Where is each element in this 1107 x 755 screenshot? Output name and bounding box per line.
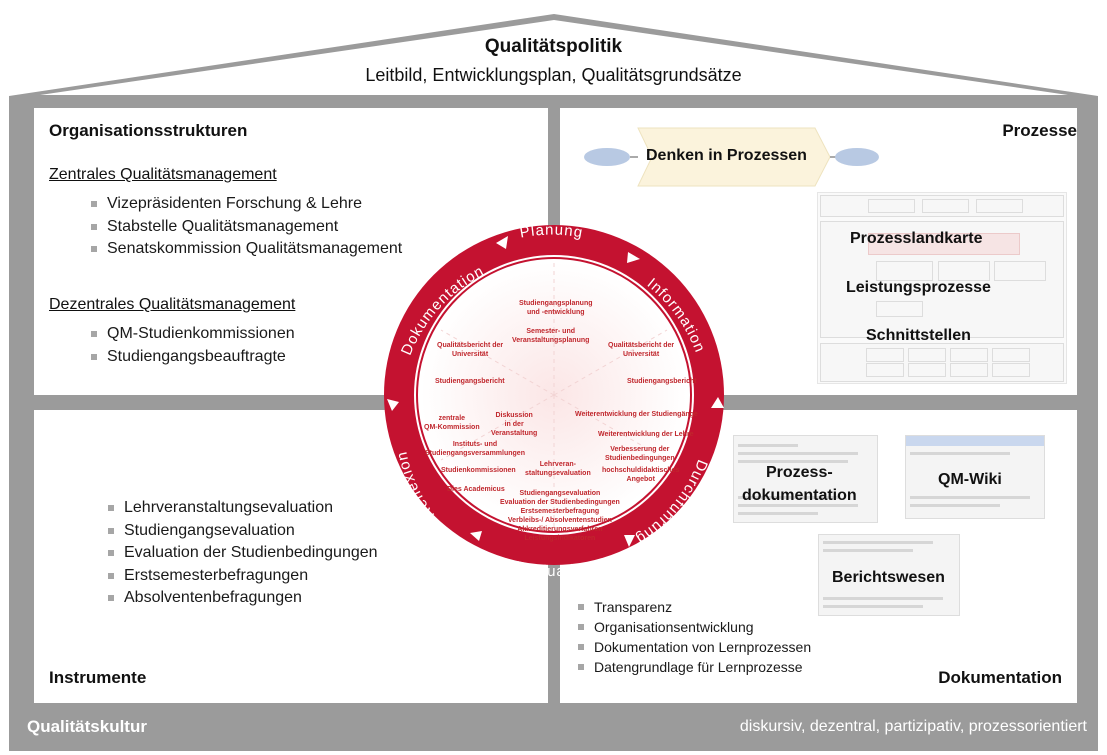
berichtswesen-label: Berichtswesen [832, 569, 945, 586]
process-documentation-thumbnail [733, 435, 878, 523]
instrument-list: Lehrveranstaltungsevaluation Studiengang… [104, 497, 378, 610]
process-ellipse-right [835, 148, 879, 166]
list-item: Senatskommission Qualitätsmanagement [87, 238, 402, 261]
list-item: Vizepräsidenten Forschung & Lehre [87, 193, 402, 216]
cycle-inner-text: Studiengangsbericht [627, 378, 697, 385]
list-item: QM-Studienkommissionen [87, 323, 295, 346]
performance-process-label: Leistungsprozesse [846, 279, 991, 296]
documentation-list: Transparenz Organisationsentwicklung Dok… [576, 597, 811, 677]
list-item: Studiengangsevaluation [104, 520, 378, 543]
decentral-qm-heading: Dezentrales Qualitätsmanagement [49, 296, 296, 313]
list-item: Absolventenbefragungen [104, 587, 378, 610]
cycle-inner-text: Weiterentwicklung der Lehre [598, 431, 694, 438]
cycle-inner-text: Studienkommissionen [441, 467, 516, 474]
list-item: Studiengangsbeauftragte [87, 346, 295, 369]
phase-planung: Planung [518, 222, 584, 242]
list-item: Transparenz [576, 597, 811, 617]
process-map-image [817, 192, 1067, 384]
list-item: Lehrveranstaltungsevaluation [104, 497, 378, 520]
list-item: Evaluation der Studienbedingungen [104, 542, 378, 565]
cycle-inner-text: Instituts- und Studiengangsversammlungen [425, 441, 525, 457]
cycle-inner-text: zentrale QM-Kommission [424, 415, 480, 431]
cycle-inner-text: Studiengangsbericht [435, 378, 505, 385]
footer-title: Qualitätskultur [27, 717, 147, 736]
list-item: Organisationsentwicklung [576, 617, 811, 637]
organisation-title: Organisationsstrukturen [49, 121, 248, 140]
process-arrow [637, 127, 831, 187]
central-qm-list: Vizepräsidenten Forschung & Lehre Stabst… [87, 193, 402, 261]
cycle-inner-text: hochschuldidaktisches Angebot [602, 467, 680, 483]
decentral-qm-list: QM-Studienkommissionen Studiengangsbeauf… [87, 323, 295, 368]
cycle-inner-text: Verbesserung der Studienbedingungen [605, 446, 675, 462]
dokumentation-title: Dokumentation [938, 668, 1062, 687]
cycle-inner-text: Weiterentwicklung der Studiengänge [575, 411, 698, 418]
cycle-inner-text: Studiengangsplanung und -entwicklung [519, 300, 593, 316]
roof-title: Qualitätspolitik [484, 36, 623, 57]
list-item: Erstsemesterbefragungen [104, 565, 378, 588]
footer-subtitle: diskursiv, dezentral, partizipativ, proz… [739, 718, 1087, 735]
cycle-inner-text: Qualitätsbericht der Universität [437, 342, 504, 358]
qm-wiki-label: QM-Wiki [938, 471, 1002, 488]
process-arrow-label: Denken in Prozessen [646, 147, 807, 164]
phase-evaluation: Evaluation [513, 558, 594, 580]
cycle-inner-text: Lehrveran- staltungsevaluation [525, 461, 591, 477]
qm-wiki-thumbnail [905, 435, 1045, 519]
process-flow-graphic [584, 127, 879, 187]
central-qm-heading: Zentrales Qualitätsmanagement [49, 166, 277, 183]
interfaces-label: Schnittstellen [866, 327, 971, 344]
list-item: Datengrundlage für Lernprozesse [576, 657, 811, 677]
cycle-inner-text: Semester- und Veranstaltungsplanung [512, 328, 590, 344]
berichtswesen-thumbnail [818, 534, 960, 616]
process-ellipse-left [584, 148, 630, 166]
cycle-arrowheads [387, 236, 724, 547]
ring-inner-line [416, 257, 692, 533]
process-map-label: Prozesslandkarte [850, 230, 983, 247]
cycle-inner-text: Dies Academicus [447, 486, 505, 493]
cycle-inner-text: Studiengangsevaluation Evaluation der St… [500, 490, 620, 542]
roof-subtitle: Leitbild, Entwicklungsplan, Qualitätsgru… [365, 65, 742, 85]
cycle-inner-text: Diskussion in der Veranstaltung [491, 412, 538, 437]
list-item: Stabstelle Qualitätsmanagement [87, 216, 402, 239]
prozesse-title: Prozesse [1002, 121, 1077, 140]
instrumente-title: Instrumente [49, 668, 147, 687]
process-documentation-label: Prozess- dokumentation [742, 464, 857, 504]
cycle-inner-text: Qualitätsbericht der Universität [608, 342, 675, 358]
list-item: Dokumentation von Lernprozessen [576, 637, 811, 657]
